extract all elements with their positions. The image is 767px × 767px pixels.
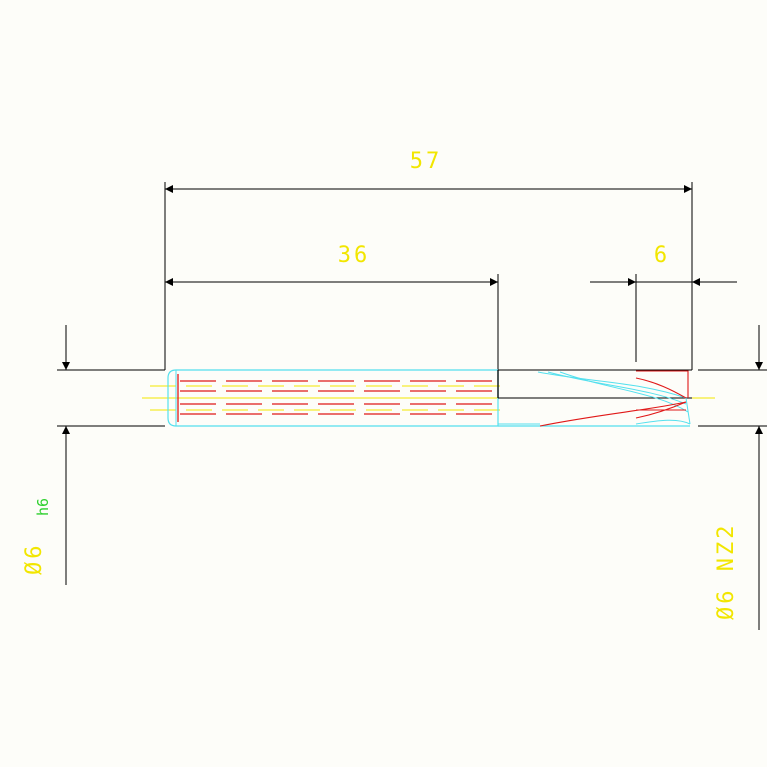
shank-diameter-dimension: Ø6 h6	[22, 325, 165, 585]
shank-diameter-label: Ø6	[22, 543, 47, 576]
shank-length-dimension: 36	[165, 243, 499, 370]
shank-length-label: 36	[338, 243, 371, 268]
shank-tolerance-label: h6	[34, 498, 52, 516]
tip-diameter-label: Ø6 NZ2	[714, 523, 739, 620]
shank-diameter-symbol: Ø6	[22, 543, 47, 576]
tip-length-dimension: 6	[590, 243, 737, 362]
shank-hidden-lines	[180, 380, 495, 415]
tip-hidden-lines	[539, 370, 689, 427]
tip-length-label: 6	[654, 243, 670, 268]
overall-length-dimension: 57	[164, 149, 693, 370]
fluted-tip	[497, 369, 692, 427]
overall-length-label: 57	[410, 149, 443, 174]
shank-body	[167, 369, 499, 427]
tip-diameter-dimension: Ø6 NZ2	[698, 325, 767, 630]
